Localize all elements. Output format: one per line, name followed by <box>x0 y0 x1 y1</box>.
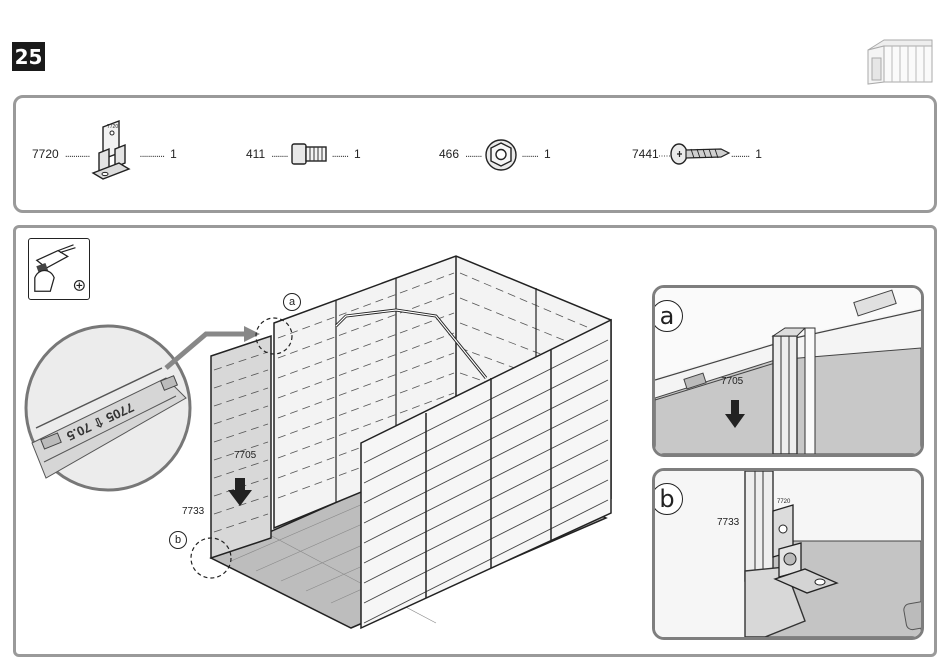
step-number: 25 <box>12 42 45 71</box>
detail-b-drawing: 7720 <box>655 471 921 637</box>
screw-icon <box>659 134 731 174</box>
callout-a: a <box>283 293 301 311</box>
detail-b-letter: b <box>652 483 683 515</box>
svg-text:7720: 7720 <box>107 124 118 130</box>
assembly-illustration: 7705 ⇧ 70.5 <box>13 225 937 657</box>
part-item: 7441 ......... 1 <box>632 98 762 210</box>
label-7705: 7705 <box>234 450 256 461</box>
label-7733: 7733 <box>182 506 204 517</box>
parts-list: 7720 ............ 7720 ............ 1 41… <box>13 95 937 213</box>
part-code: 466 <box>439 147 459 161</box>
part-code: 411 <box>246 147 265 161</box>
svg-text:7720: 7720 <box>777 499 791 505</box>
detail-b-panel: 7720 b 7733 <box>652 468 924 640</box>
flange-nut-icon <box>481 134 521 174</box>
callout-b: b <box>169 531 187 549</box>
part-quantity: 1 <box>170 147 177 161</box>
part-quantity: 1 <box>544 147 551 161</box>
part-code: 7720 <box>32 147 59 161</box>
part-item: 411 ........ ........ 1 <box>246 98 361 210</box>
magnifier-detail: 7705 ⇧ 70.5 <box>26 326 190 490</box>
detail-a-drawing <box>655 288 921 454</box>
detail-a-label: 7705 <box>721 376 743 387</box>
detail-a-letter: a <box>652 300 683 332</box>
part-code: 7441 <box>632 147 659 161</box>
detail-a-panel: a 7705 <box>652 285 924 457</box>
shed-assembly-drawing: 7705 ⇧ 70.5 <box>16 228 636 654</box>
part-item: 466 ........ ........ 1 <box>439 98 551 210</box>
part-quantity: 1 <box>755 147 762 161</box>
angle-bracket-icon: 7720 <box>89 119 139 189</box>
part-quantity: 1 <box>354 147 361 161</box>
detail-b-label: 7733 <box>717 517 739 528</box>
square-nut-icon <box>288 134 332 174</box>
part-item: 7720 ............ 7720 ............ 1 <box>32 98 177 210</box>
shed-thumbnail-icon <box>862 36 936 86</box>
